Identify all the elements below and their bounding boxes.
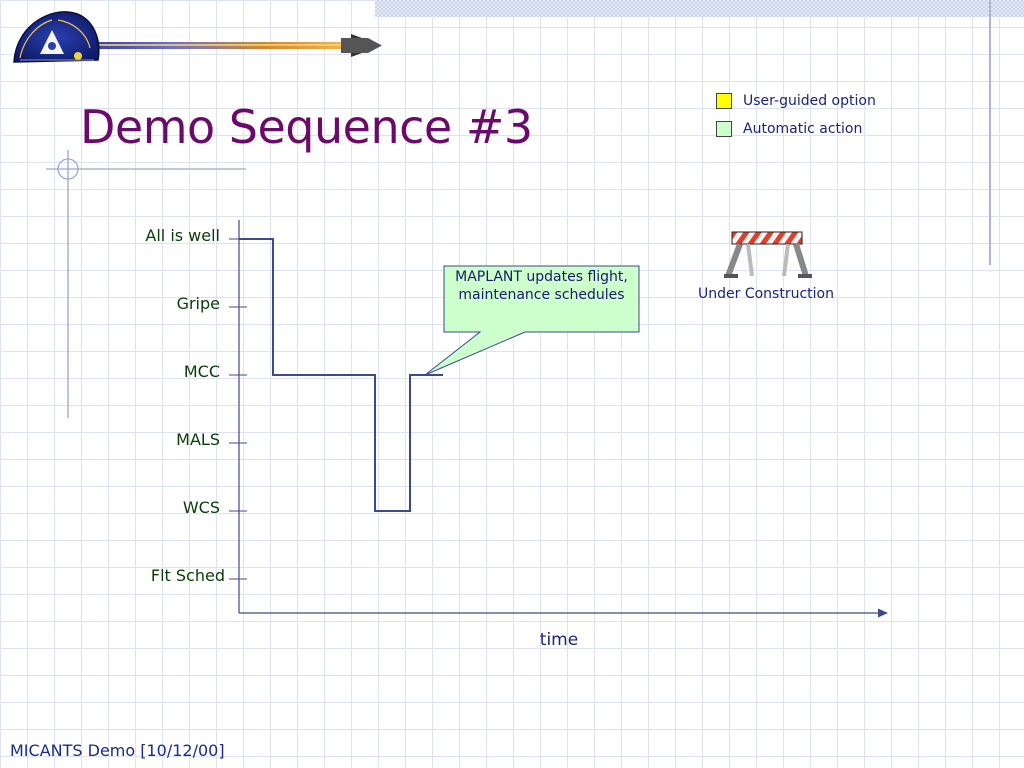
- right-rule: [989, 0, 991, 265]
- level-label: All is well: [145, 226, 220, 245]
- construction-label: Under Construction: [698, 286, 834, 302]
- barricade-icon: [724, 231, 812, 278]
- x-axis-arrow: [878, 608, 888, 618]
- legend-swatch-yellow: [716, 93, 732, 109]
- legend-item-user-guided: User-guided option: [716, 92, 876, 110]
- legend-label: Automatic action: [743, 121, 863, 137]
- rocket-emblem-icon: [13, 11, 382, 63]
- legend-swatch-green: [716, 121, 732, 137]
- legend-item-automatic: Automatic action: [716, 120, 862, 138]
- legend-label: User-guided option: [743, 93, 876, 109]
- level-label: MCC: [184, 362, 220, 381]
- footer-text: MICANTS Demo [10/12/00]: [10, 741, 225, 760]
- x-axis-label: time: [540, 630, 578, 650]
- page-title: Demo Sequence #3: [80, 100, 533, 154]
- callout-text: MAPLANT updates flight, maintenance sche…: [455, 269, 628, 303]
- level-label: Flt Sched: [151, 566, 225, 585]
- state-path: [239, 238, 443, 512]
- level-label: Gripe: [177, 294, 220, 313]
- level-label: WCS: [183, 498, 220, 517]
- callout-balloon: [424, 265, 640, 376]
- level-label: MALS: [176, 430, 220, 449]
- header-band: [375, 0, 1024, 17]
- crosshair-decoration: [46, 150, 246, 418]
